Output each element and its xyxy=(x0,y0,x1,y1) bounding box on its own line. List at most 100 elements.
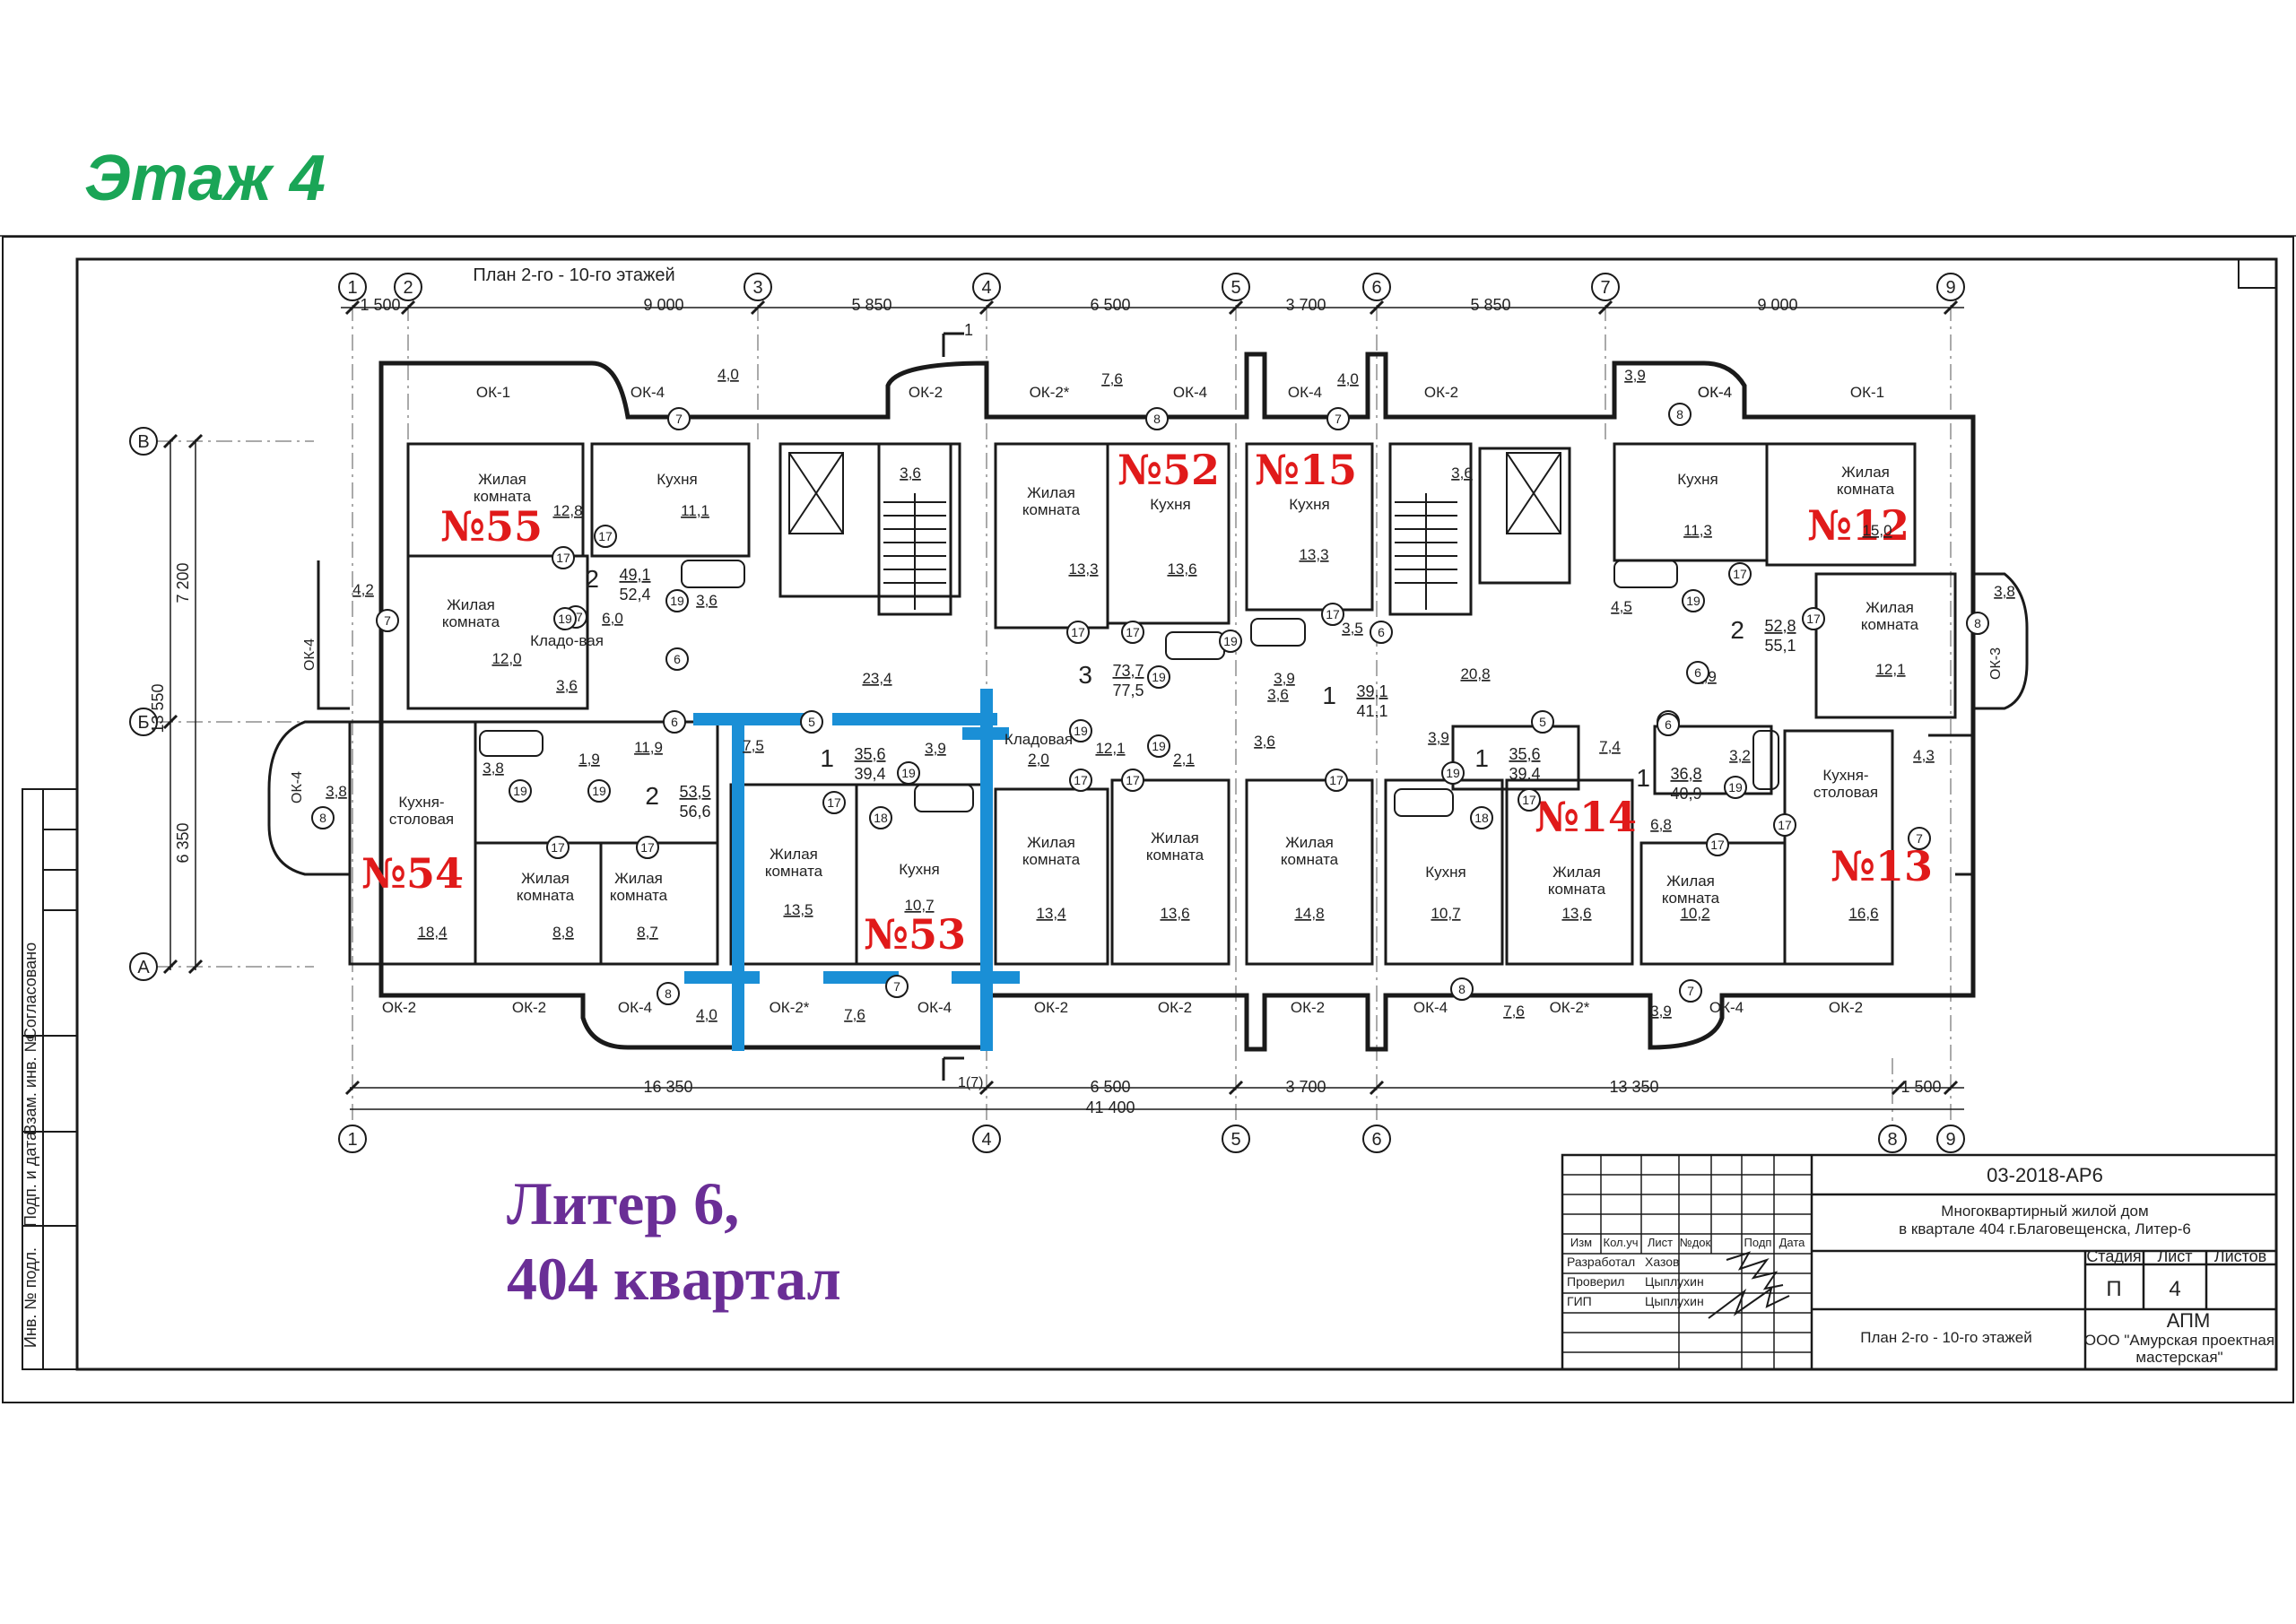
ref-mark-7-circle xyxy=(1908,827,1931,850)
room-name: Жилая xyxy=(1666,873,1715,890)
room-name: Кухня xyxy=(1150,496,1191,513)
ref-mark-7-circle xyxy=(376,609,399,632)
ref-mark-19: 19 xyxy=(901,766,916,780)
title-block-frame xyxy=(1561,1153,2278,1371)
area-label: 6,0 xyxy=(602,610,623,627)
apartment-number: №13 xyxy=(1831,842,1933,890)
side-stamp-text: Согласовано xyxy=(22,942,39,1039)
apartment-area-living: 36,8 xyxy=(1670,765,1701,783)
room-area: 10,7 xyxy=(904,897,934,914)
ref-mark-17-circle xyxy=(1706,833,1729,856)
axis-top-1: 1 xyxy=(347,278,357,298)
apartment-area-living: 35,6 xyxy=(1509,745,1540,763)
plan-title: План 2-го - 10-го этажей xyxy=(473,265,674,285)
apartment-rooms: 2 xyxy=(1730,616,1744,644)
ref-mark-17-circle xyxy=(1802,607,1825,630)
room-name: комната xyxy=(1662,890,1720,907)
stamp-role: Проверил xyxy=(1567,1274,1624,1289)
dimension-lines xyxy=(162,300,1964,1110)
room-name: Кладо-вая xyxy=(530,632,604,649)
stamp-header: Кол.уч xyxy=(1604,1236,1639,1249)
window-mark: ОК-1 xyxy=(476,384,510,401)
stamp-org-logo: АПМ xyxy=(2167,1309,2211,1332)
room-name: комната xyxy=(1022,501,1081,518)
room-area: 8,7 xyxy=(637,924,658,941)
room-name: комната xyxy=(1281,851,1339,868)
apartment-area-total: 39,4 xyxy=(854,765,885,783)
ref-mark-6-circle xyxy=(663,710,686,734)
apartment-rooms: 2 xyxy=(585,565,599,593)
window-mark: ОК-2* xyxy=(1030,384,1070,401)
room-name: комната xyxy=(1861,616,1919,633)
ref-mark-19-circle xyxy=(665,589,689,612)
side-stamp xyxy=(22,788,78,1370)
area-label: 3,9 xyxy=(1274,670,1295,687)
area-label: 3,6 xyxy=(696,592,718,609)
area-label: 4,0 xyxy=(1337,370,1359,387)
apartment-number: №52 xyxy=(1118,446,1220,494)
ref-mark-19-circle xyxy=(1219,630,1242,653)
axis-bottom-8-circle xyxy=(1878,1125,1907,1153)
stamp-role: Разработал xyxy=(1567,1255,1635,1269)
highlight-apartment-53 xyxy=(684,689,1020,1051)
room-area: 13,3 xyxy=(1068,560,1098,578)
room-name: Жилая xyxy=(478,471,526,488)
room-name: Кухня xyxy=(657,471,698,488)
ref-mark-8-circle xyxy=(1145,407,1169,430)
area-label: 3,6 xyxy=(900,465,921,482)
room-name: Жилая xyxy=(1151,829,1199,847)
area-label: 3,9 xyxy=(1428,729,1449,746)
bay-windows xyxy=(267,560,2029,876)
area-label: 20,8 xyxy=(1460,665,1490,682)
ref-mark-6-circle xyxy=(665,647,689,671)
room-name: комната xyxy=(1548,881,1606,898)
section-mark: 1(7) xyxy=(958,1075,983,1090)
ref-mark-7-circle xyxy=(1326,407,1350,430)
area-label: 7,4 xyxy=(1599,738,1621,755)
axis-bottom-9: 9 xyxy=(1945,1130,1955,1150)
window-mark: ОК-4 xyxy=(1288,384,1322,401)
axis-top-7-circle xyxy=(1591,273,1620,301)
dim-top: 1 500 xyxy=(360,296,400,314)
ref-mark-7-circle xyxy=(667,407,691,430)
ref-mark-6: 6 xyxy=(1378,625,1385,639)
dim-bottom: 1 500 xyxy=(1900,1078,1941,1096)
ref-mark-5-circle xyxy=(800,710,823,734)
dim-bottom: 6 500 xyxy=(1090,1078,1130,1096)
room-name: Кухня xyxy=(1425,864,1466,881)
area-label: 3,8 xyxy=(326,783,347,800)
room-name: комната xyxy=(517,887,575,904)
apartment-number: №54 xyxy=(361,849,464,898)
room-area: 3,6 xyxy=(556,677,578,694)
interior-walls xyxy=(348,442,1957,966)
room-area: 16,6 xyxy=(1848,905,1878,922)
ref-mark-19-circle xyxy=(553,607,577,630)
apartment-rooms: 3 xyxy=(1078,661,1092,689)
dim-top: 5 850 xyxy=(1470,296,1510,314)
dim-left: 7 200 xyxy=(174,562,192,603)
window-mark: ОК-2* xyxy=(770,999,810,1016)
room-name: Жилая xyxy=(1285,834,1334,851)
ref-mark-19: 19 xyxy=(1074,724,1088,738)
stamp-role: ГИП xyxy=(1567,1294,1592,1308)
ref-mark-17-circle xyxy=(1121,769,1144,792)
axis-top-7: 7 xyxy=(1600,278,1610,298)
section-marks xyxy=(942,332,964,1081)
area-label: 3,6 xyxy=(1451,465,1473,482)
ref-mark-19-circle xyxy=(1147,734,1170,758)
window-mark: ОК-4 xyxy=(631,384,665,401)
area-label: 3,9 xyxy=(1650,1003,1672,1020)
stamp-header: Изм xyxy=(1570,1236,1592,1249)
room-area: 8,8 xyxy=(552,924,574,941)
window-mark: ОК-2 xyxy=(1158,999,1192,1016)
ref-mark-17: 17 xyxy=(1329,773,1344,787)
apartment-number: №15 xyxy=(1255,446,1357,494)
apartment-area-total: 40,9 xyxy=(1670,785,1701,803)
ref-mark-8-circle xyxy=(311,806,335,829)
axis-bottom-5-circle xyxy=(1222,1125,1250,1153)
axis-left-0-circle xyxy=(129,427,158,456)
dim-bottom: 16 350 xyxy=(643,1078,692,1096)
litera-line-2: 404 квартал xyxy=(507,1245,841,1313)
ref-mark-17: 17 xyxy=(1071,625,1085,639)
